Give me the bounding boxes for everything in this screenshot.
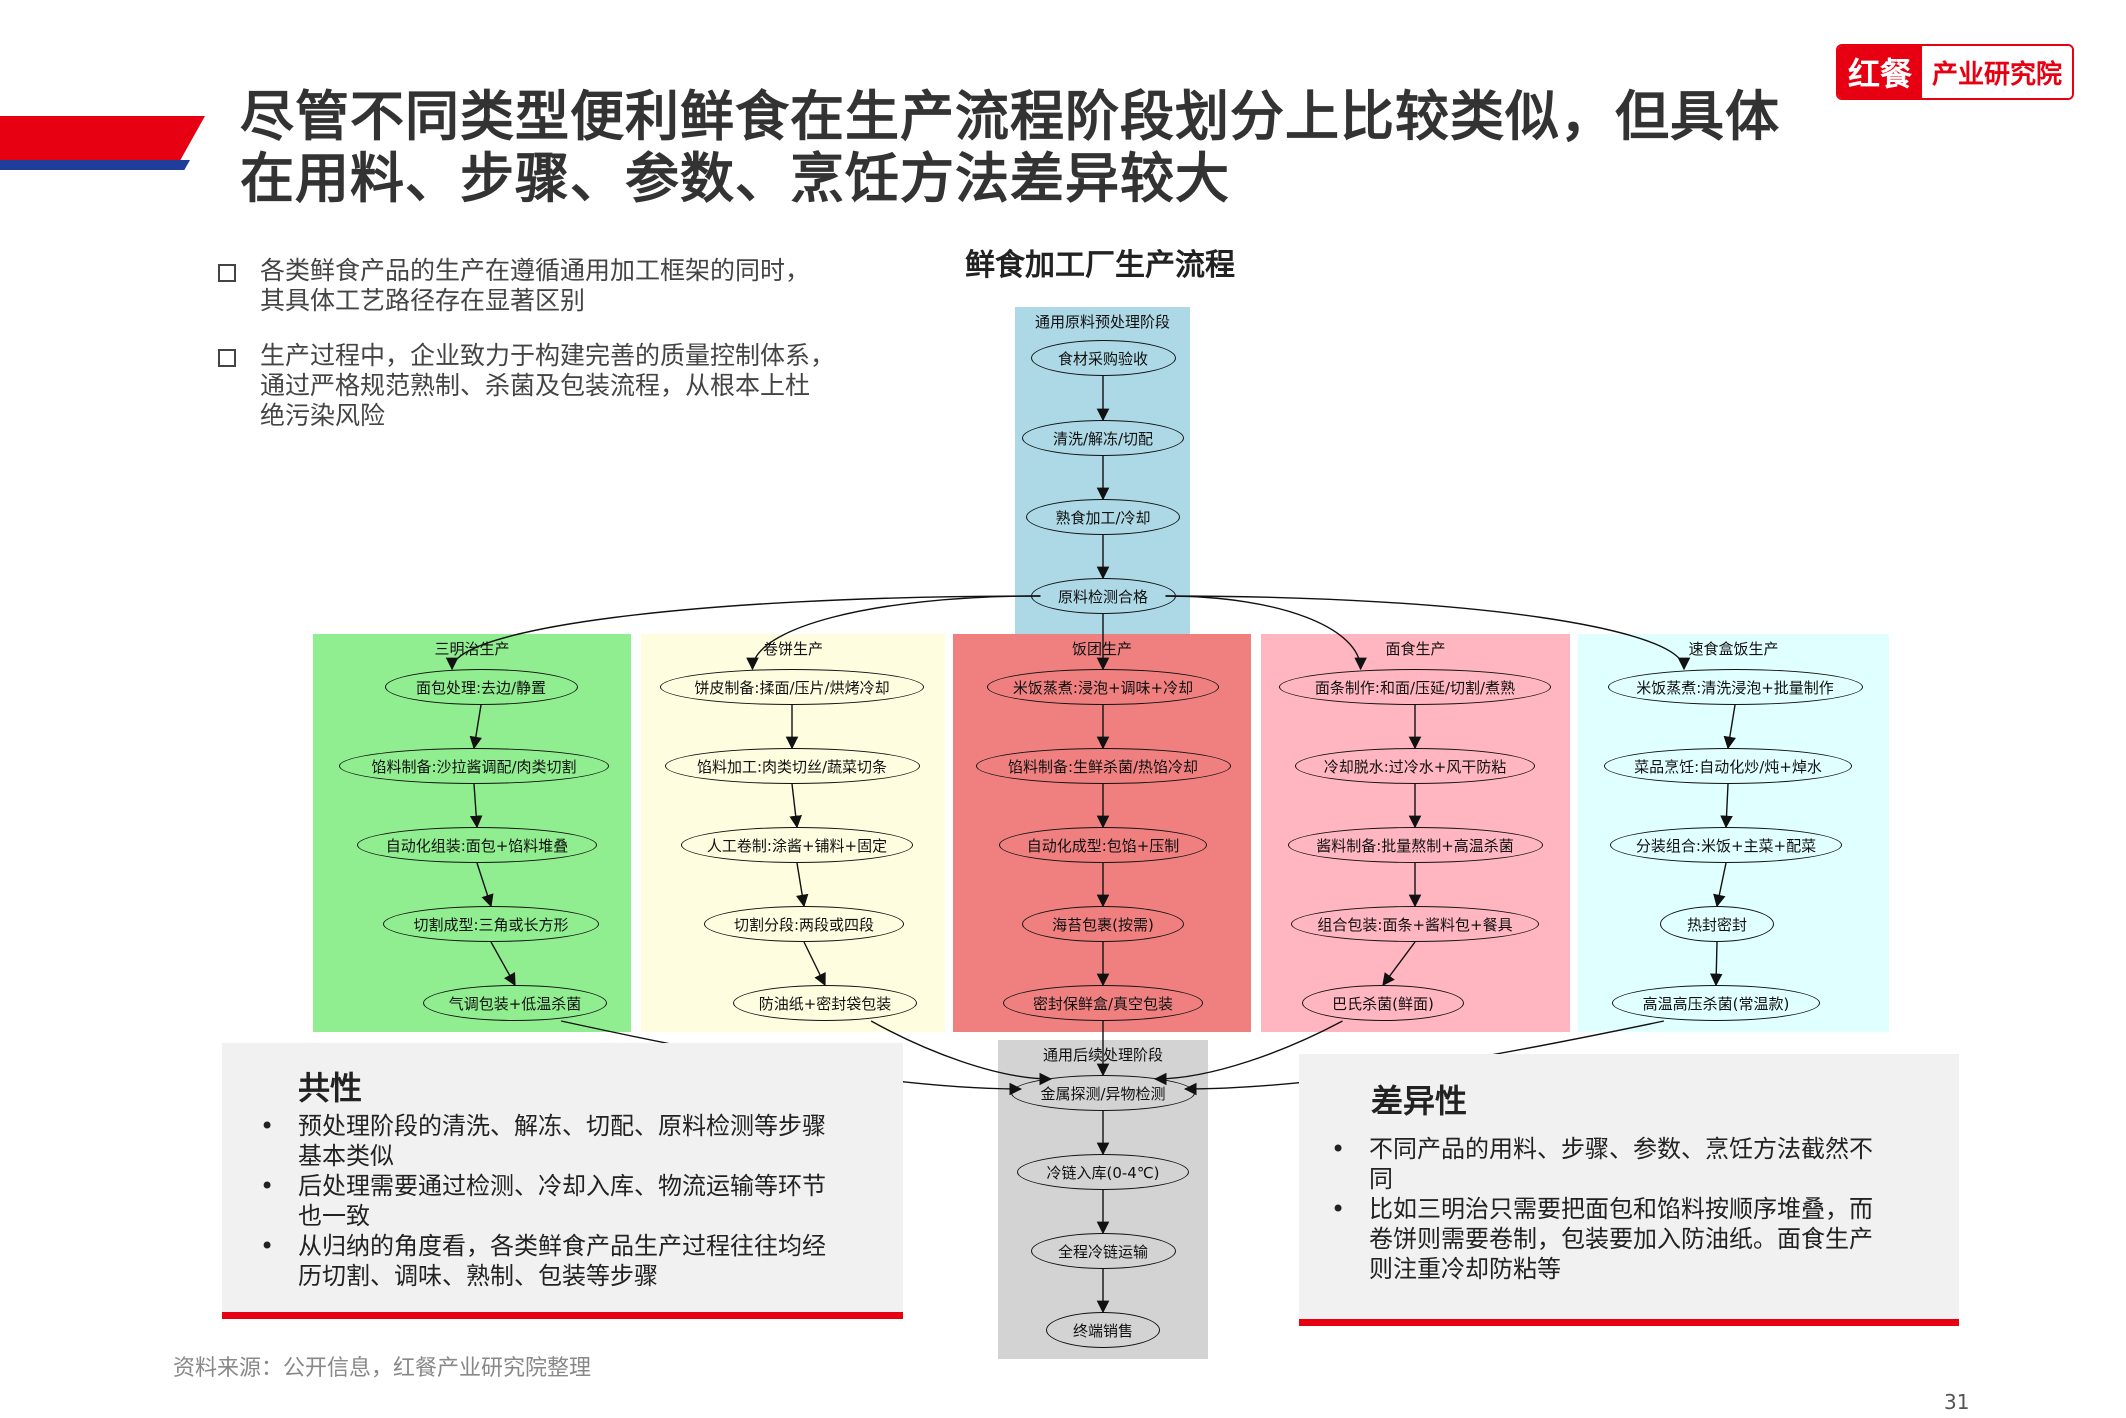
difference-item: 比如三明治只需要把面包和馅料按顺序堆叠，而卷饼则需要卷制，包装要加入防油纸。面食…: [1331, 1194, 1941, 1284]
page-number: 31: [1944, 1390, 1970, 1414]
title-accent-blue-bar: [0, 160, 190, 170]
page-title-line-2: 在用料、步骤、参数、烹饪方法差异较大: [240, 147, 1230, 210]
flow-node: 面包处理:去边/静置: [384, 669, 578, 705]
logo-mark: 红餐: [1838, 46, 1923, 98]
flow-node: 原料检测合格: [1030, 578, 1176, 614]
cluster-label: 饭团生产: [1071, 640, 1132, 658]
intro-bullet: 各类鲜食产品的生产在遵循通用加工框架的同时，其具体工艺路径存在显著区别: [218, 256, 918, 316]
flow-node: 全程冷链运输: [1030, 1233, 1176, 1269]
bullet-text: 各类鲜食产品的生产在遵循通用加工框架的同时，: [260, 256, 811, 285]
flow-node: 菜品烹饪:自动化炒/炖+焯水: [1604, 748, 1852, 784]
flow-node: 高温高压杀菌(常温款): [1611, 985, 1821, 1021]
flow-node: 切割分段:两段或四段: [704, 906, 904, 942]
bullet-text: 生产过程中，企业致力于构建完善的质量控制体系，: [260, 341, 836, 370]
flow-node: 米饭蒸煮:清洗浸泡+批量制作: [1607, 669, 1863, 705]
cluster-label: 三明治生产: [434, 640, 510, 658]
flow-node: 分装组合:米饭+主菜+配菜: [1609, 827, 1843, 863]
flow-node: 金属探测/异物检测: [1010, 1075, 1196, 1111]
bullet-text: 其具体工艺路径存在显著区别: [260, 286, 586, 315]
square-bullet-icon: [218, 349, 236, 367]
flow-node: 面条制作:和面/压延/切割/煮熟: [1279, 669, 1551, 705]
flow-node: 终端销售: [1046, 1312, 1160, 1348]
brand-logo: 红餐 产业研究院: [1836, 44, 2075, 100]
difference-title: 差异性: [1371, 1082, 1468, 1120]
flow-node: 海苔包裹(按需): [1022, 906, 1184, 942]
flow-node: 饼皮制备:揉面/压片/烘烤冷却: [660, 669, 924, 705]
flow-node: 馅料制备:生鲜杀菌/热馅冷却: [975, 748, 1231, 784]
flow-node: 密封保鲜盒/真空包装: [1003, 985, 1203, 1021]
diagram-title: 鲜食加工厂生产流程: [965, 248, 1235, 283]
page-title: 尽管不同类型便利鲜食在生产流程阶段划分上比较类似，但具体 在用料、步骤、参数、烹…: [240, 86, 1840, 210]
flow-node: 熟食加工/冷却: [1026, 499, 1180, 535]
source-note: 资料来源：公开信息，红餐产业研究院整理: [173, 1356, 592, 1381]
flow-node: 清洗/解冻/切配: [1022, 420, 1184, 456]
intro-bullet: 生产过程中，企业致力于构建完善的质量控制体系，通过严格规范熟制、杀菌及包装流程，…: [218, 341, 918, 431]
cluster-label: 速食盒饭生产: [1688, 640, 1779, 658]
flow-node: 热封密封: [1660, 906, 1774, 942]
bullet-text: 绝污染风险: [260, 401, 386, 430]
flow-node: 气调包装+低温杀菌: [422, 985, 608, 1021]
flow-node: 酱料制备:批量熬制+高温杀菌: [1287, 827, 1543, 863]
cluster-label: 通用原料预处理阶段: [1034, 313, 1170, 331]
cluster-label: 通用后续处理阶段: [1042, 1046, 1163, 1064]
flow-node: 食材采购验收: [1030, 340, 1176, 376]
flow-node: 自动化成型:包馅+压制: [998, 827, 1208, 863]
flow-node: 切割成型:三角或长方形: [383, 906, 599, 942]
logo-text: 产业研究院: [1922, 46, 2073, 98]
flow-node: 冷却脱水:过冷水+风干防粘: [1295, 748, 1535, 784]
page-title-line-1: 尽管不同类型便利鲜食在生产流程阶段划分上比较类似，但具体: [240, 85, 1780, 148]
flow-node: 米饭蒸煮:浸泡+调味+冷却: [986, 669, 1220, 705]
flow-node: 组合包装:面条+酱料包+餐具: [1291, 906, 1539, 942]
flow-node: 巴氏杀菌(鲜面): [1302, 985, 1464, 1021]
cluster-label: 卷饼生产: [762, 640, 823, 658]
bullet-text: 通过严格规范熟制、杀菌及包装流程，从根本上杜: [260, 371, 811, 400]
cluster-label: 面食生产: [1385, 640, 1446, 658]
flow-node: 馅料加工:肉类切丝/蔬菜切条: [664, 748, 920, 784]
square-bullet-icon: [218, 264, 236, 282]
flow-node: 自动化组装:面包+馅料堆叠: [357, 827, 597, 863]
flow-node: 人工卷制:涂酱+铺料+固定: [680, 827, 914, 863]
title-accent-red-bar: [0, 116, 205, 160]
commonality-title: 共性: [298, 1069, 363, 1107]
flow-node: 防油纸+密封袋包装: [732, 985, 918, 1021]
flow-node: 冷链入库(0-4℃): [1017, 1154, 1189, 1190]
flow-node: 馅料制备:沙拉酱调配/肉类切割: [338, 748, 610, 784]
